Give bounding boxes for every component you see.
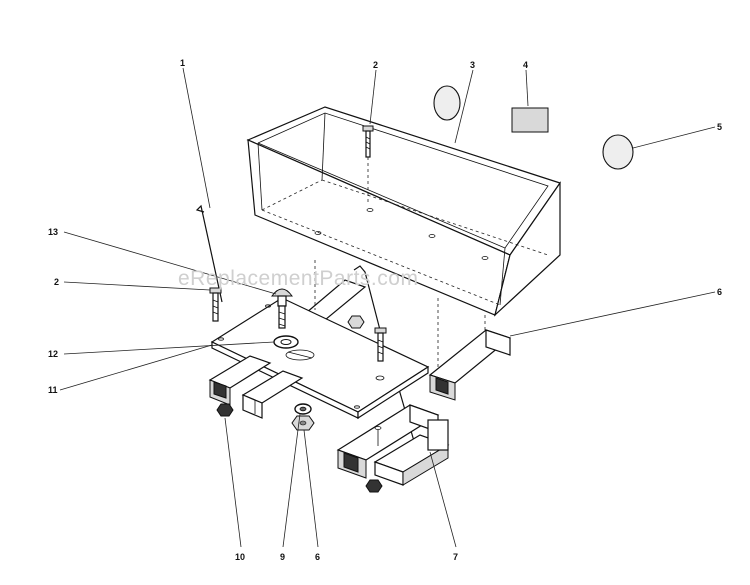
washer-part-12 [273, 335, 299, 349]
callout-7: 7 [453, 552, 458, 562]
callout-5: 5 [717, 122, 722, 132]
leader-lines [59, 67, 716, 548]
callout-13: 13 [48, 227, 58, 237]
bolt-top-part-2 [362, 125, 374, 205]
nut-part-6 [291, 415, 315, 431]
bolt-right [374, 327, 387, 381]
washer-part-9 [294, 403, 312, 415]
round-decal-left [433, 85, 461, 121]
callout-4: 4 [523, 60, 528, 70]
bolt-left-part-2 [209, 287, 222, 322]
callout-1: 1 [180, 58, 185, 68]
bracket-part-7 [373, 419, 450, 486]
tray-part-3 [246, 106, 561, 317]
callout-6-bottom: 6 [315, 552, 320, 562]
round-decal-part-5 [602, 134, 634, 170]
callout-12: 12 [48, 349, 58, 359]
channel-part-11 [208, 355, 304, 419]
callout-2-top: 2 [373, 60, 378, 70]
callout-labels: 1 2 3 4 5 13 2 6 12 11 10 9 6 7 [48, 58, 722, 562]
callout-6-right: 6 [717, 287, 722, 297]
watermark-text: eReplacementParts.com [178, 267, 418, 290]
callout-11: 11 [48, 385, 58, 395]
carriage-bolt-part-13 [271, 288, 293, 329]
decal-part-4 [511, 107, 549, 133]
callout-3: 3 [470, 60, 475, 70]
channel-part-6-right [428, 329, 512, 401]
callout-9: 9 [280, 552, 285, 562]
callout-10: 10 [235, 552, 245, 562]
callout-2-left: 2 [54, 277, 59, 287]
nut-part-10 [216, 315, 383, 493]
